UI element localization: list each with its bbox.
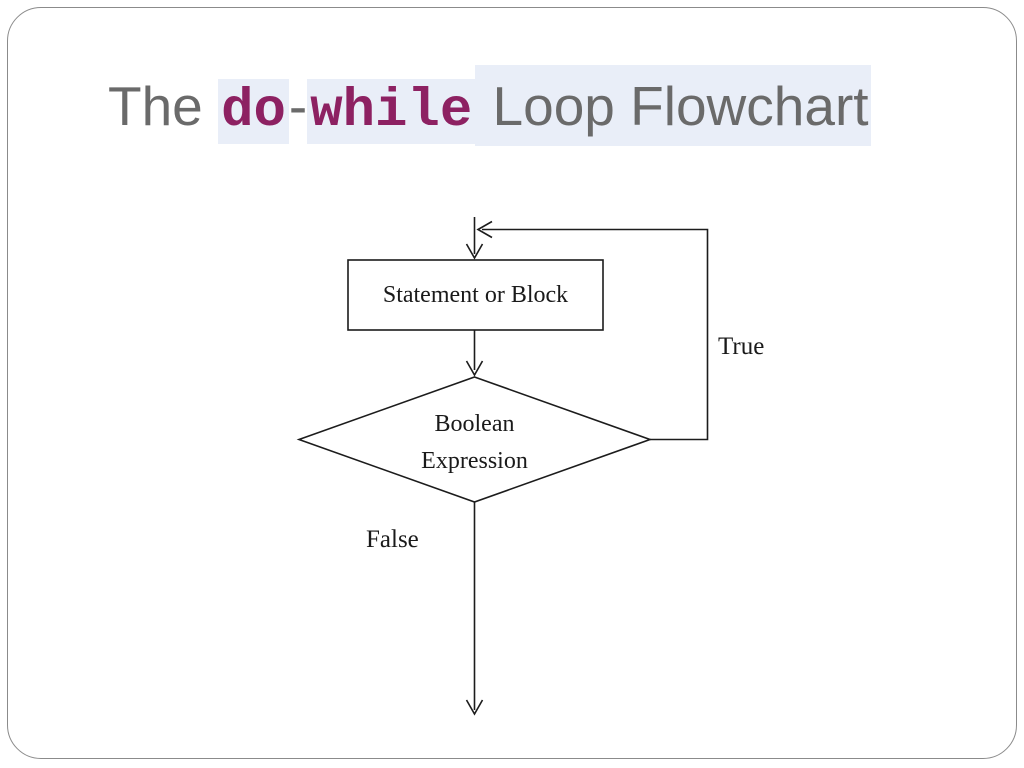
title-keyword-do: do xyxy=(218,79,289,144)
arrowhead-down-false-exit xyxy=(465,699,484,716)
arrowhead-down-into-decision xyxy=(465,360,484,377)
title-text-the: The xyxy=(108,75,219,137)
decision-label-line2: Expression xyxy=(421,448,528,474)
title-text-loop-flowchart: Loop Flowchart xyxy=(475,65,871,146)
arrowhead-left-loop-back xyxy=(476,220,493,239)
decision-diamond-label: Boolean Expression xyxy=(374,406,575,480)
slide-title: The do-while Loop Flowchart xyxy=(108,65,871,146)
arrowhead-down-into-process xyxy=(465,243,484,260)
title-hyphen: - xyxy=(288,75,308,137)
true-branch-label: True xyxy=(718,333,765,360)
false-branch-label: False xyxy=(366,526,419,553)
title-keyword-while: while xyxy=(307,79,476,144)
process-box-label: Statement or Block xyxy=(382,282,569,308)
decision-label-line1: Boolean xyxy=(434,411,515,437)
loop-back-line xyxy=(482,228,709,441)
process-box xyxy=(347,259,604,331)
